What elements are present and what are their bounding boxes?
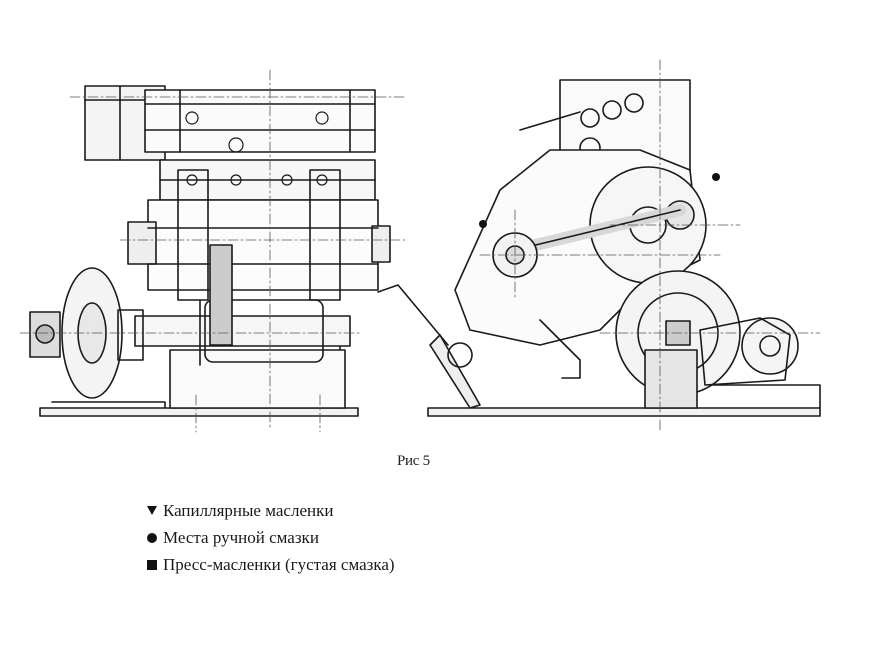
right-view-side xyxy=(377,59,821,433)
legend-label: Капиллярные масленки xyxy=(163,500,334,520)
figure-caption: Рис 5 xyxy=(397,453,430,469)
technical-drawing-svg xyxy=(19,59,821,433)
legend: Капиллярные масленки Места ручной смазки… xyxy=(141,497,395,578)
machine-drawing xyxy=(19,59,821,433)
triangle-down-icon xyxy=(141,506,163,515)
circle-icon xyxy=(141,532,163,543)
legend-item-manual-lubrication: Места ручной смазки xyxy=(141,524,395,551)
square-icon xyxy=(141,559,163,570)
legend-label: Пресс-масленки (густая смазка) xyxy=(163,554,395,574)
legend-item-grease-nipples: Пресс-масленки (густая смазка) xyxy=(141,551,395,578)
legend-label: Места ручной смазки xyxy=(163,527,319,547)
left-view-front xyxy=(19,69,406,433)
legend-item-capillary-oilers: Капиллярные масленки xyxy=(141,497,395,524)
